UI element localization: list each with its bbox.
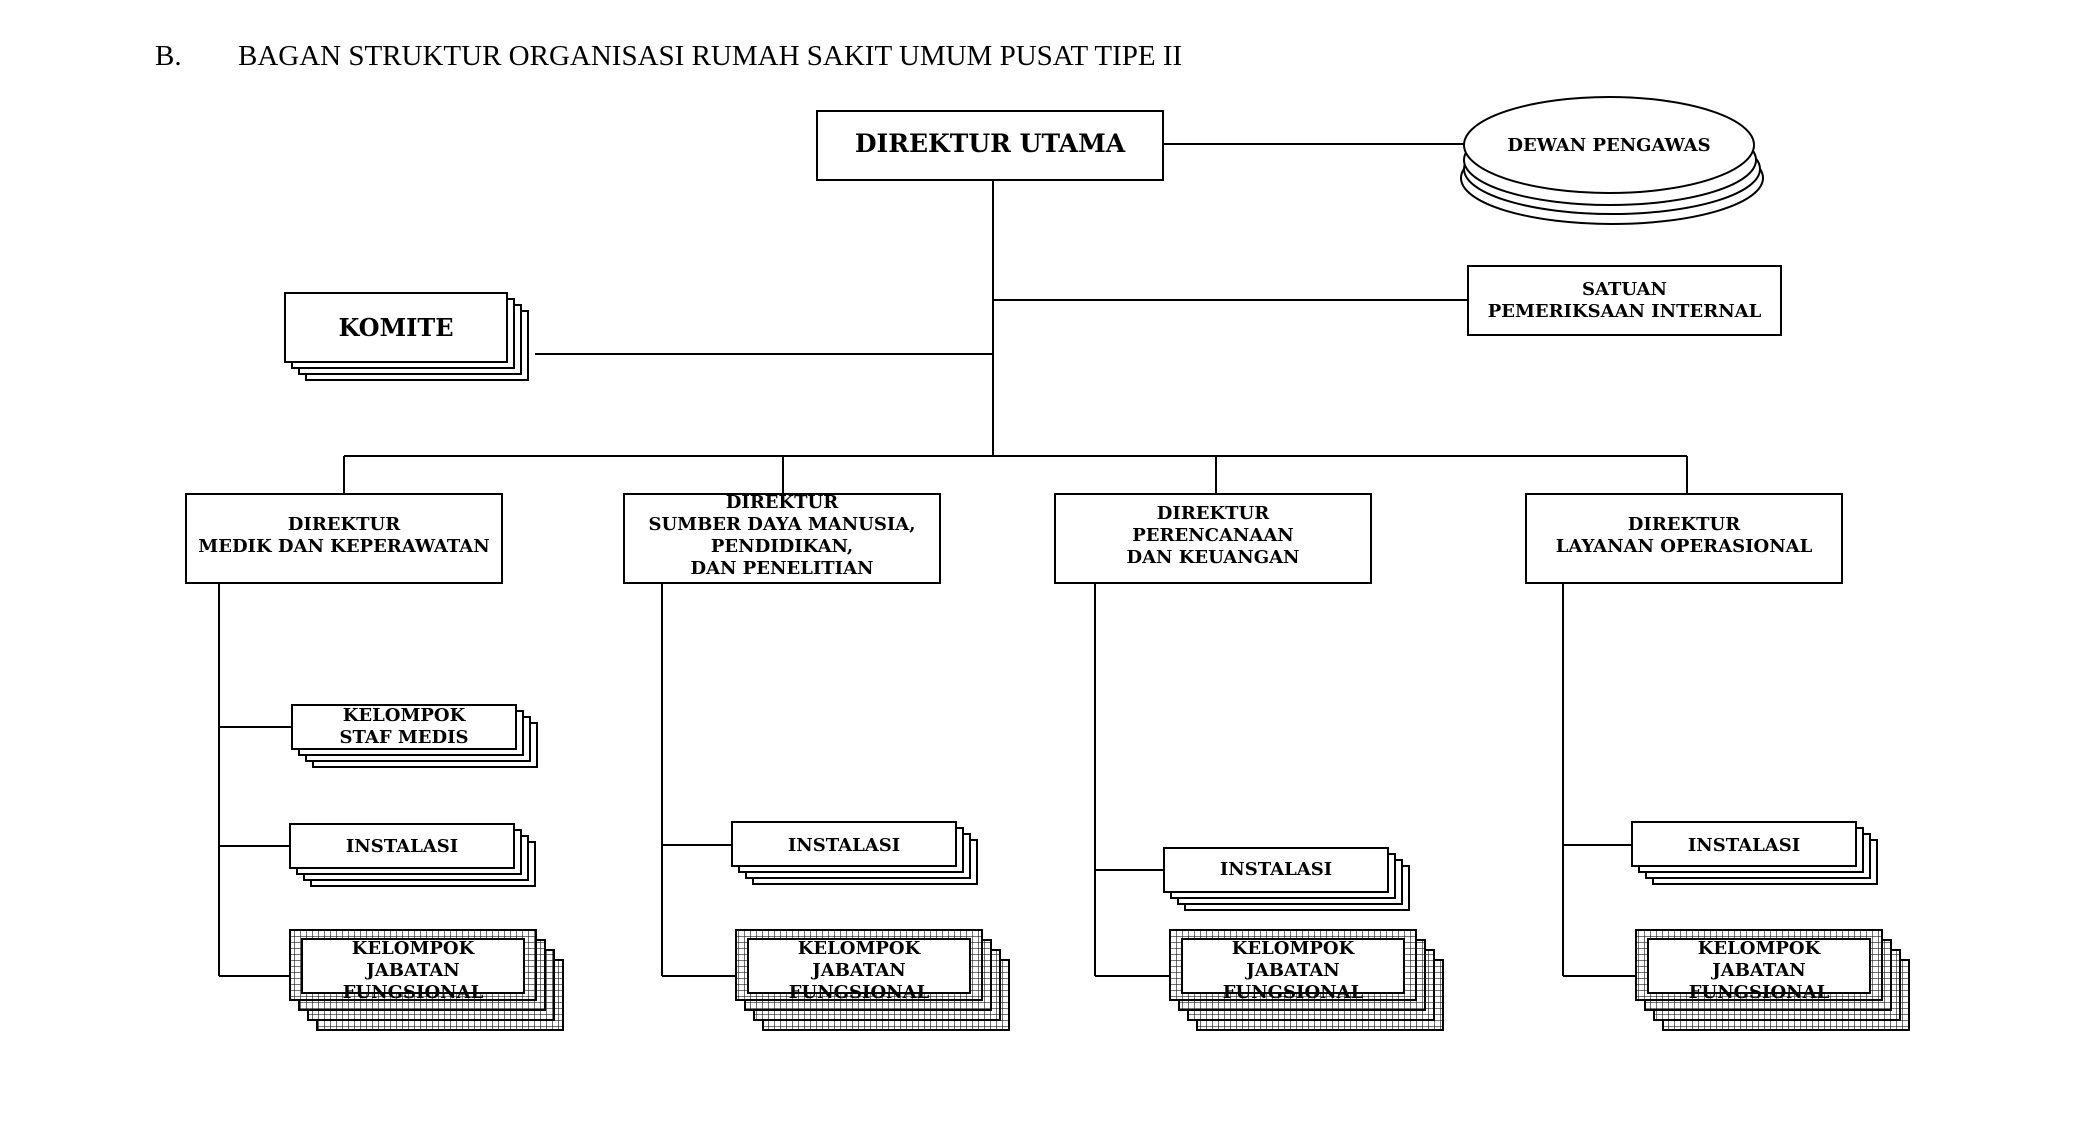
kelompok-jabatan-fungsional-medik	[289, 929, 564, 1031]
instalasi-box-perencanaan-line-1: INSTALASI	[1220, 859, 1332, 880]
kelompok-jabatan-fungsional-perencanaan-line-3: FUNGSIONAL	[1223, 982, 1364, 1003]
kelompok-jabatan-fungsional-sdm-line-3: FUNGSIONAL	[789, 982, 930, 1003]
kelompok-jabatan-fungsional-medik-line-2: JABATAN	[364, 960, 460, 981]
direktur-sdm-box	[623, 493, 941, 584]
direktur-utama-box	[816, 110, 1164, 181]
kelompok-jabatan-fungsional-layanan-line-3: FUNGSIONAL	[1689, 982, 1830, 1003]
kelompok-jabatan-fungsional-sdm	[735, 929, 1010, 1031]
direktur-perencanaan-box-line-1: DIREKTUR	[1157, 503, 1270, 524]
kelompok-jabatan-fungsional-perencanaan-line-2: JABATAN	[1244, 960, 1340, 981]
direktur-sdm-box-line-3: PENDIDIKAN,	[711, 536, 853, 557]
komite-box-line-1: KOMITE	[338, 313, 453, 342]
dewan-pengawas-node	[1460, 96, 1764, 225]
chart-title: BAGAN STRUKTUR ORGANISASI RUMAH SAKIT UM…	[238, 40, 1183, 72]
direktur-perencanaan-box-line-3: DAN KEUANGAN	[1126, 547, 1299, 568]
direktur-sdm-box-line-4: DAN PENELITIAN	[690, 558, 873, 579]
kelompok-jabatan-fungsional-sdm-line-2: JABATAN	[810, 960, 906, 981]
kelompok-jabatan-fungsional-layanan-line-1: KELOMPOK	[1698, 938, 1822, 959]
kelompok-jabatan-fungsional-sdm-line-1: KELOMPOK	[798, 938, 922, 959]
kelompok-jabatan-fungsional-medik-line-3: FUNGSIONAL	[343, 982, 484, 1003]
kelompok-staf-medis-box-line-2: STAF MEDIS	[339, 727, 468, 748]
instalasi-box-medik-line-1: INSTALASI	[346, 836, 458, 857]
kelompok-jabatan-fungsional-perencanaan-line-1: KELOMPOK	[1232, 938, 1356, 959]
direktur-medik-box-line-2: MEDIK DAN KEPERAWATAN	[198, 536, 489, 557]
dewan-pengawas-line-1: DEWAN PENGAWAS	[1507, 135, 1710, 156]
instalasi-box-layanan-line-1: INSTALASI	[1688, 835, 1800, 856]
direktur-medik-box	[185, 493, 503, 584]
satuan-pemeriksaan-box	[1467, 265, 1782, 336]
satuan-pemeriksaan-box-line-2: PEMERIKSAAN INTERNAL	[1488, 301, 1762, 322]
komite-box	[284, 292, 529, 381]
kelompok-staf-medis-box	[291, 704, 538, 768]
satuan-pemeriksaan-box-line-1: SATUAN	[1582, 279, 1667, 300]
kelompok-jabatan-fungsional-medik-line-1: KELOMPOK	[352, 938, 476, 959]
section-label: B.	[155, 40, 182, 72]
direktur-perencanaan-box	[1054, 493, 1372, 584]
direktur-perencanaan-box-line-2: PERENCANAAN	[1132, 525, 1294, 546]
direktur-layanan-box	[1525, 493, 1843, 584]
chart-heading: B. BAGAN STRUKTUR ORGANISASI RUMAH SAKIT …	[155, 40, 1182, 73]
instalasi-box-sdm	[731, 821, 978, 885]
instalasi-box-layanan	[1631, 821, 1878, 885]
direktur-layanan-box-line-2: LAYANAN OPERASIONAL	[1556, 536, 1813, 557]
direktur-sdm-box-line-1: DIREKTUR	[726, 492, 839, 513]
kelompok-jabatan-fungsional-layanan	[1635, 929, 1910, 1031]
instalasi-box-sdm-line-1: INSTALASI	[788, 835, 900, 856]
direktur-layanan-box-line-1: DIREKTUR	[1628, 514, 1741, 535]
direktur-medik-box-line-1: DIREKTUR	[288, 514, 401, 535]
kelompok-staf-medis-box-line-1: KELOMPOK	[343, 705, 467, 726]
instalasi-box-medik	[289, 823, 536, 887]
connector-lines	[218, 143, 1688, 977]
direktur-utama-box-line-1: DIREKTUR UTAMA	[855, 129, 1126, 158]
direktur-sdm-box-line-2: SUMBER DAYA MANUSIA,	[648, 514, 915, 535]
kelompok-jabatan-fungsional-layanan-line-2: JABATAN	[1710, 960, 1806, 981]
instalasi-box-perencanaan	[1163, 847, 1410, 911]
kelompok-jabatan-fungsional-perencanaan	[1169, 929, 1444, 1031]
